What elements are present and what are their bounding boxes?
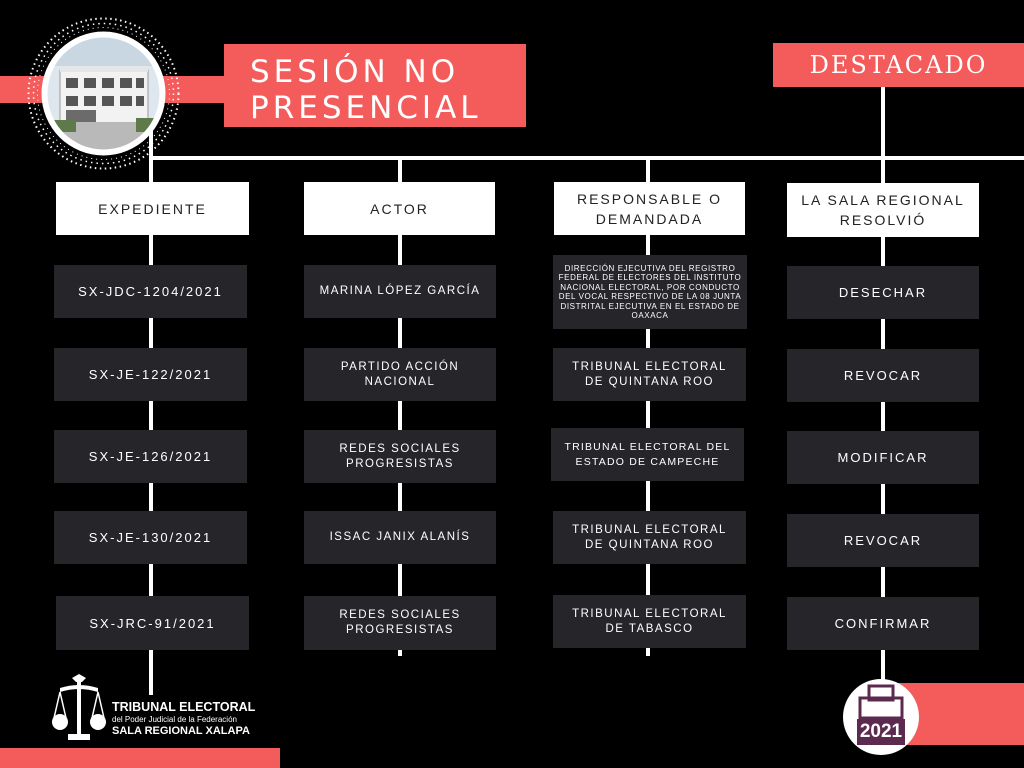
- connector-col3: [646, 156, 650, 656]
- ballot-box-icon: [843, 679, 919, 755]
- expediente-cell: SX-JDC-1204/2021: [54, 265, 247, 318]
- expediente-cell: SX-JE-130/2021: [54, 511, 247, 564]
- scales-of-justice-icon: [52, 674, 106, 740]
- accent-bar-bottom-left: [0, 748, 280, 768]
- connector-col1: [149, 120, 153, 695]
- actor-cell: MARINA LÓPEZ GARCÍA: [304, 265, 496, 318]
- responsable-cell: TRIBUNAL ELECTORAL DE TABASCO: [553, 595, 746, 648]
- resolvio-cell: DESECHAR: [787, 266, 979, 319]
- expediente-cell: SX-JE-126/2021: [54, 430, 247, 483]
- column-header-expediente: EXPEDIENTE: [56, 182, 249, 235]
- resolvio-cell: REVOCAR: [787, 514, 979, 567]
- page-title: SESIÓN NO PRESENCIAL: [224, 44, 526, 127]
- tribunal-logo: TRIBUNAL ELECTORAL del Poder Judicial de…: [52, 674, 256, 744]
- resolvio-cell: MODIFICAR: [787, 431, 979, 484]
- logo-line2: del Poder Judicial de la Federación: [112, 715, 237, 724]
- connector-horizontal: [150, 156, 1024, 160]
- logo-line1: TRIBUNAL ELECTORAL: [112, 700, 256, 714]
- column-header-actor: ACTOR: [304, 182, 495, 235]
- column-header-resolvio: LA SALA REGIONAL RESOLVIÓ: [787, 183, 979, 237]
- responsable-cell: TRIBUNAL ELECTORAL DE QUINTANA ROO: [553, 511, 746, 564]
- expediente-cell: SX-JRC-91/2021: [56, 596, 249, 650]
- actor-cell: REDES SOCIALES PROGRESISTAS: [304, 430, 496, 483]
- actor-cell: ISSAC JANIX ALANÍS: [304, 511, 496, 564]
- destacado-badge: DESTACADO: [773, 43, 1024, 87]
- resolvio-cell: REVOCAR: [787, 349, 979, 402]
- building-icon: [27, 17, 180, 170]
- page-title-line1: SESIÓN NO: [250, 54, 460, 90]
- ballot-year: 2021: [859, 721, 903, 742]
- resolvio-cell: CONFIRMAR: [787, 597, 979, 650]
- column-header-responsable: RESPONSABLE O DEMANDADA: [554, 182, 745, 235]
- ballot-badge: 2021: [842, 678, 920, 756]
- responsable-cell: TRIBUNAL ELECTORAL DE QUINTANA ROO: [553, 348, 746, 401]
- responsable-cell: TRIBUNAL ELECTORAL DEL ESTADO DE CAMPECH…: [551, 428, 744, 481]
- logo-line3: SALA REGIONAL XALAPA: [112, 725, 250, 737]
- responsable-cell: DIRECCIÓN EJECUTIVA DEL REGISTRO FEDERAL…: [553, 255, 747, 329]
- actor-cell: REDES SOCIALES PROGRESISTAS: [304, 596, 496, 650]
- connector-col2: [398, 156, 402, 656]
- building-photo: [26, 16, 181, 171]
- actor-cell: PARTIDO ACCIÓN NACIONAL: [304, 348, 496, 401]
- page-title-line2: PRESENCIAL: [250, 90, 482, 126]
- expediente-cell: SX-JE-122/2021: [54, 348, 247, 401]
